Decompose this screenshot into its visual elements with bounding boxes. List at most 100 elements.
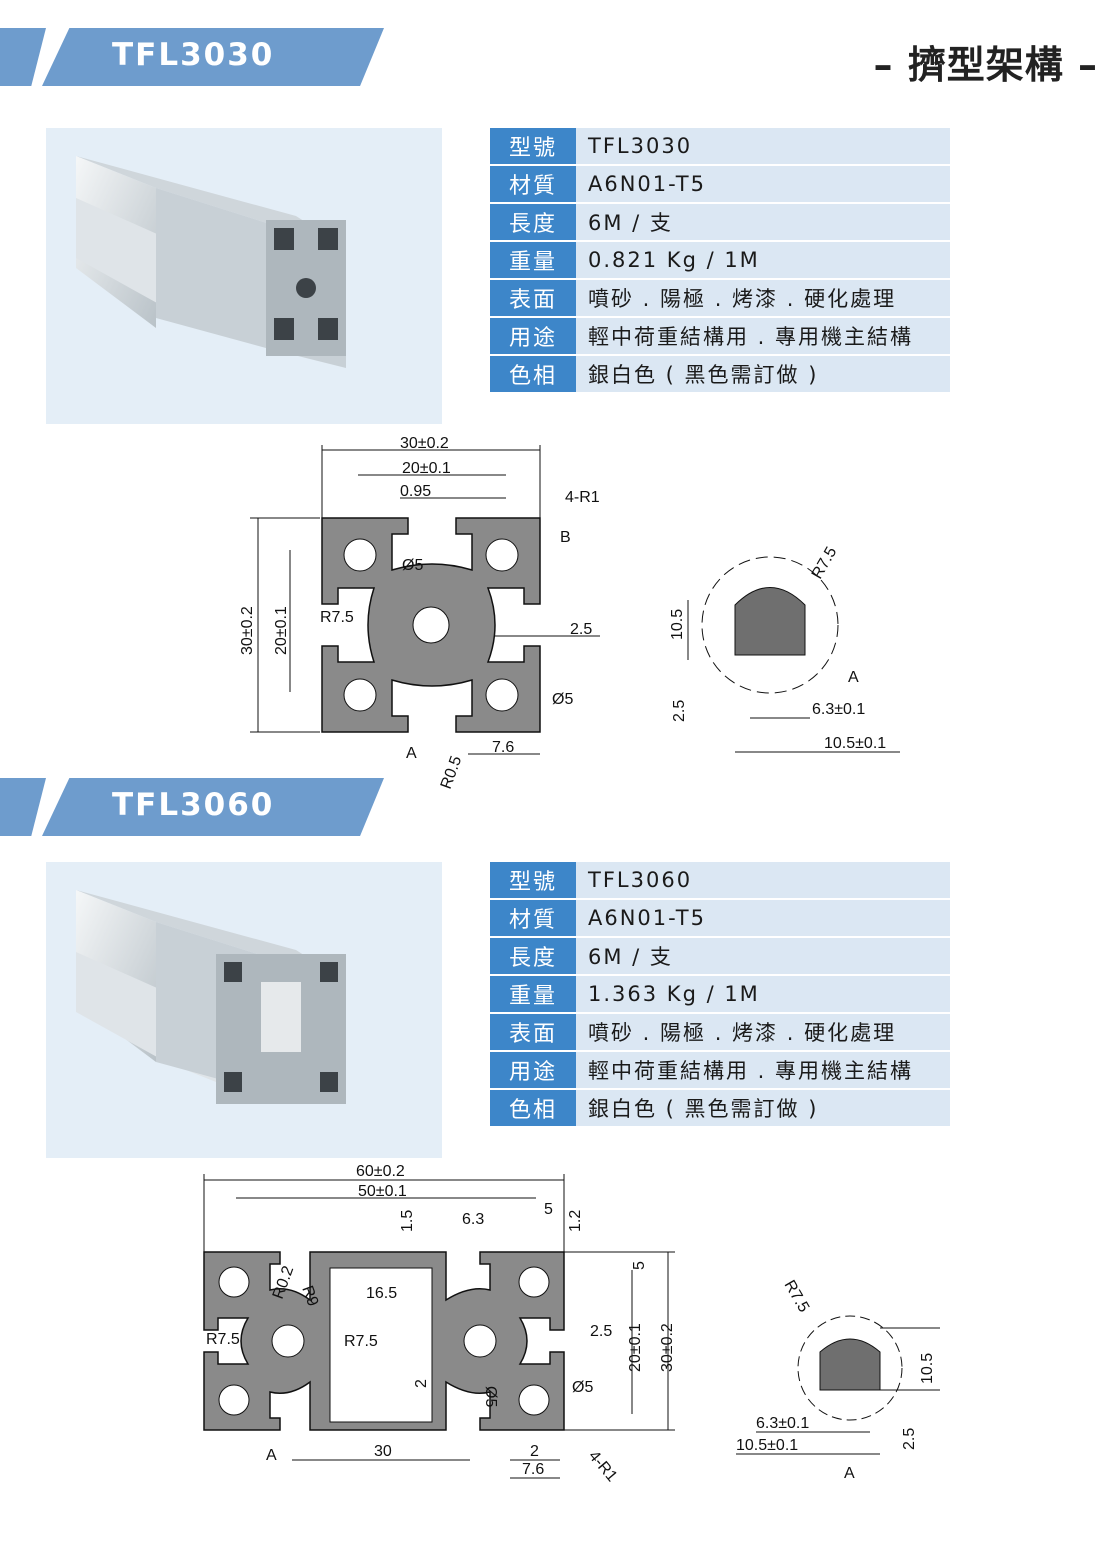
spec-row: 用途輕中荷重結構用 . 專用機主結構 (490, 318, 950, 354)
spec-label: 表面 (490, 280, 576, 316)
spec-label: 型號 (490, 128, 576, 164)
model-banner: TFL3060 (0, 778, 400, 836)
spec-value: A6N01-T5 (576, 900, 950, 936)
spec-value: 輕中荷重結構用 . 專用機主結構 (576, 1052, 950, 1088)
dim-label: Ø5 (402, 557, 423, 574)
dim-label: 2.5 (570, 621, 592, 638)
spec-value: 噴砂 . 陽極 . 烤漆 . 硬化處理 (576, 1014, 950, 1050)
dim-label: A (844, 1465, 855, 1482)
dim-label: 50±0.1 (358, 1183, 407, 1200)
dim-label: A (848, 669, 859, 686)
spec-value: 1.363 Kg / 1M (576, 976, 950, 1012)
dim-label: 1.5 (399, 1210, 416, 1232)
dim-label: 30±0.2 (659, 1323, 676, 1372)
section-drawing: 60±0.2 50±0.1 1.5 6.3 5 1.2 R0.2 R9 16.5… (203, 1163, 940, 1486)
dim-label: 2 (413, 1379, 430, 1388)
dim-label: 4-R1 (585, 1448, 620, 1486)
spec-value: 銀白色 ( 黑色需訂做 ) (576, 356, 950, 392)
dim-label: A (266, 1447, 277, 1464)
spec-row: 色相銀白色 ( 黑色需訂做 ) (490, 1090, 950, 1126)
dim-label: R7.5 (320, 609, 354, 626)
dim-label: Ø5 (552, 691, 573, 708)
dim-label: 2.5 (901, 1428, 918, 1450)
dim-label: 30 (374, 1443, 392, 1460)
spec-value: 噴砂 . 陽極 . 烤漆 . 硬化處理 (576, 280, 950, 316)
spec-label: 長度 (490, 938, 576, 974)
spec-label: 材質 (490, 900, 576, 936)
section-drawing: 30±0.2 20±0.1 0.95 4-R1 B Ø5 R7.5 30±0.2… (239, 435, 900, 792)
spec-value: 6M / 支 (576, 204, 950, 240)
dim-label: 6.3 (462, 1211, 484, 1228)
model-title: TFL3030 (112, 37, 275, 73)
dim-label: 30±0.2 (239, 606, 256, 655)
dim-label: 20±0.1 (402, 460, 451, 477)
spec-value: 6M / 支 (576, 938, 950, 974)
spec-row: 色相銀白色 ( 黑色需訂做 ) (490, 356, 950, 392)
spec-label: 重量 (490, 242, 576, 278)
spec-label: 長度 (490, 204, 576, 240)
banner-bar (42, 778, 384, 836)
model-title: TFL3060 (112, 787, 275, 823)
spec-label: 色相 (490, 1090, 576, 1126)
dim-label: B (560, 529, 571, 546)
dim-label: 1.2 (567, 1210, 584, 1232)
dim-label: R7.5 (344, 1333, 378, 1350)
spec-label: 表面 (490, 1014, 576, 1050)
spec-value: 銀白色 ( 黑色需訂做 ) (576, 1090, 950, 1126)
dim-label: 16.5 (366, 1285, 397, 1302)
dim-label: R7.5 (781, 1278, 813, 1316)
spec-value: TFL3060 (576, 862, 950, 898)
spec-label: 用途 (490, 1052, 576, 1088)
spec-label: 重量 (490, 976, 576, 1012)
dim-label: A (406, 745, 417, 762)
dim-label: 5 (631, 1261, 648, 1270)
spec-label: 材質 (490, 166, 576, 202)
dim-label: 20±0.1 (627, 1323, 644, 1372)
banner-stripe (0, 778, 46, 836)
page-title: – 擠型架構 – (873, 43, 1098, 87)
spec-label: 用途 (490, 318, 576, 354)
product-photo (46, 862, 442, 1158)
spec-value: TFL3030 (576, 128, 950, 164)
dim-label: R7.5 (206, 1331, 240, 1348)
spec-label: 色相 (490, 356, 576, 392)
dim-label: 30±0.2 (400, 435, 449, 452)
dim-label: 0.95 (400, 483, 431, 500)
spec-row: 用途輕中荷重結構用 . 專用機主結構 (490, 1052, 950, 1088)
dim-label: 10.5 (669, 609, 686, 640)
spec-row: 表面噴砂 . 陽極 . 烤漆 . 硬化處理 (490, 1014, 950, 1050)
product-photo (46, 128, 442, 424)
dim-label: 4-R1 (565, 489, 600, 506)
dim-label: 2.5 (590, 1323, 612, 1340)
dim-label: 10.5±0.1 (824, 735, 886, 752)
banner-bar (42, 28, 384, 86)
dim-label: 60±0.2 (356, 1163, 405, 1180)
spec-value: A6N01-T5 (576, 166, 950, 202)
dim-label: Ø5 (482, 1386, 499, 1407)
dim-label: 5 (544, 1201, 553, 1218)
dim-label: 7.6 (522, 1461, 544, 1478)
dim-label: R7.5 (809, 544, 841, 582)
dim-label: Ø5 (572, 1379, 593, 1396)
dim-label: 10.5±0.1 (736, 1437, 798, 1454)
spec-row: 表面噴砂 . 陽極 . 烤漆 . 硬化處理 (490, 280, 950, 316)
dim-label: R9 (298, 1284, 321, 1309)
dim-label: 2.5 (671, 700, 688, 722)
spec-value: 輕中荷重結構用 . 專用機主結構 (576, 318, 950, 354)
spec-label: 型號 (490, 862, 576, 898)
dim-label: R0.5 (438, 754, 466, 792)
dim-label: 10.5 (919, 1353, 936, 1384)
dim-label: 6.3±0.1 (812, 701, 865, 718)
banner-stripe (0, 28, 46, 86)
dim-label: 6.3±0.1 (756, 1415, 809, 1432)
